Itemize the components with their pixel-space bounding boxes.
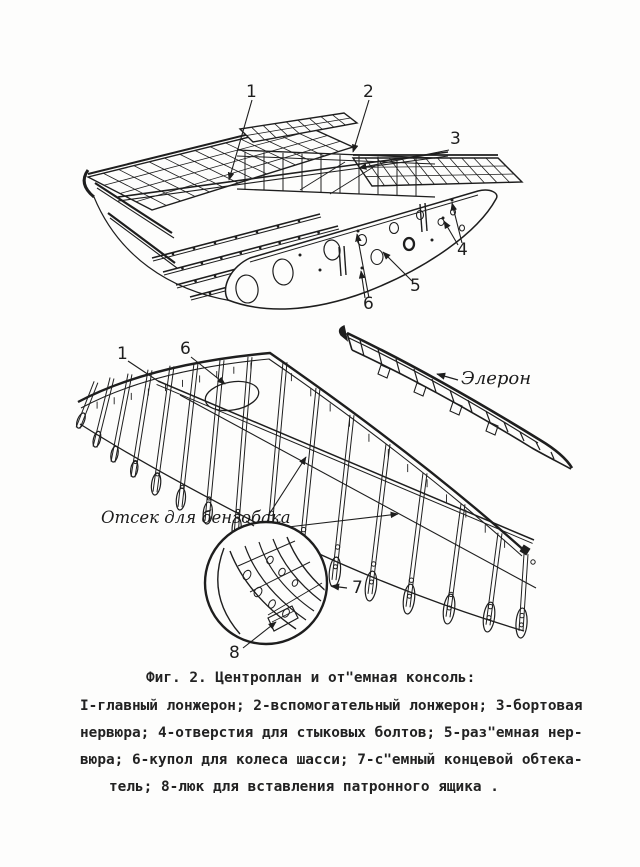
figure-caption-line3: нервюра; 4-отверстия для стыковых болтов… xyxy=(80,725,583,741)
aileron-label: Элерон xyxy=(461,368,532,389)
callout-bottom-7: 7 xyxy=(352,578,363,598)
callout-top-2: 2 xyxy=(363,82,374,102)
fuel-bay-label: Отсек для бензобака xyxy=(101,508,291,527)
callout-bottom-1: 1 xyxy=(117,344,128,364)
figure-caption-line2: I-главный лонжерон; 2-вспомогательный ло… xyxy=(80,698,583,714)
figure-caption-line5: тель; 8-люк для вставления патронного ящ… xyxy=(109,779,499,795)
figure-caption-title: Фиг. 2. Центроплан и от"емная консоль: xyxy=(146,670,476,686)
callout-bottom-8: 8 xyxy=(229,643,240,663)
figure-caption-line4: вюра; 6-купол для колеса шасси; 7-с"емны… xyxy=(80,752,583,768)
callout-top-5: 5 xyxy=(410,276,421,296)
callout-top-1: 1 xyxy=(246,82,257,102)
callout-top-6: 6 xyxy=(363,294,374,314)
callout-bottom-6: 6 xyxy=(180,339,191,359)
callout-top-3: 3 xyxy=(450,129,461,149)
callout-top-4: 4 xyxy=(457,240,468,260)
